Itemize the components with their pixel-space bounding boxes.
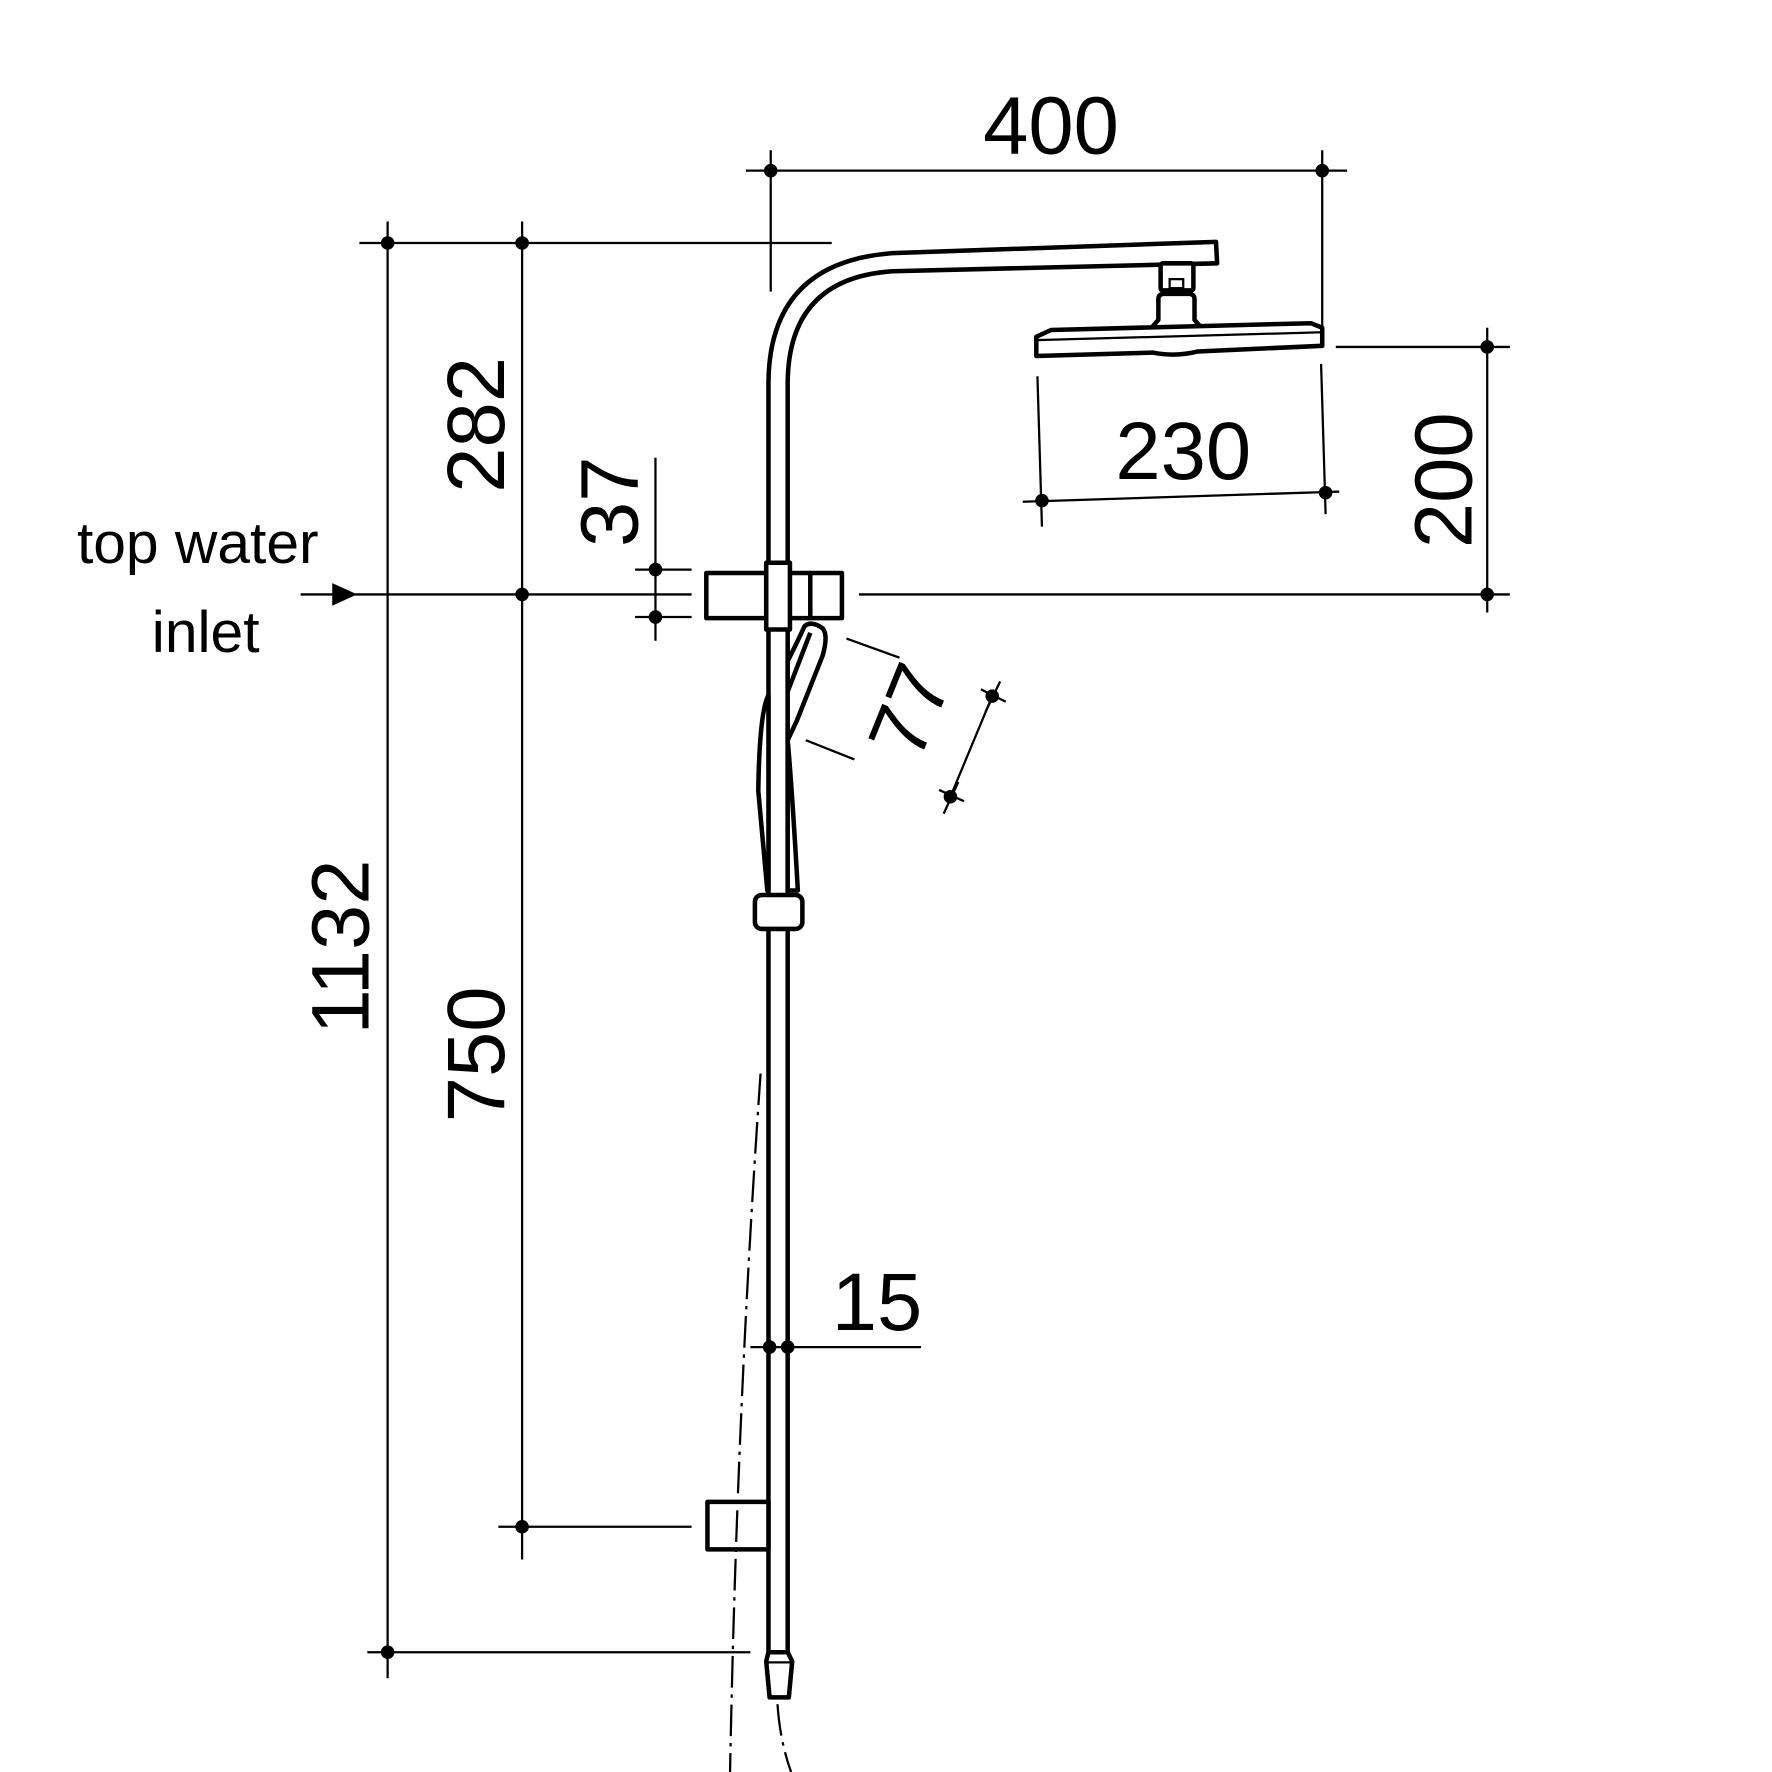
dim-bracket-spacing: 750 <box>431 987 692 1534</box>
dim-label-15: 15 <box>832 1257 922 1348</box>
dim-label-200: 200 <box>1398 412 1489 548</box>
dim-overall-height: 1132 <box>295 221 751 1679</box>
riser-rail-and-arm <box>766 239 1220 1655</box>
hand-shower-handpiece-edge <box>785 632 813 693</box>
slider-holder <box>752 892 805 932</box>
hose-path-right <box>776 1704 793 1772</box>
dim-label-400: 400 <box>983 81 1119 172</box>
shower-head-face-line <box>1036 331 1323 342</box>
dim-rail-diameter: 15 <box>750 1257 922 1354</box>
shower-head-plate <box>1034 320 1325 359</box>
dim-arm-projection: 400 <box>745 81 1348 334</box>
head-swivel-lower <box>1149 291 1204 330</box>
hand-shower <box>752 621 828 932</box>
overhead-shower-head <box>1034 261 1325 359</box>
top-wall-bracket <box>704 560 845 632</box>
dimension-lines: 400 230 200 282 <box>295 81 1510 1679</box>
dim-bracket-height: 37 <box>564 457 692 641</box>
arrow-right-icon <box>332 583 358 606</box>
inlet-label: top water inlet <box>77 511 319 665</box>
top-bracket-collar <box>763 560 793 632</box>
shower-assembly <box>704 239 1325 1772</box>
dim-label-77: 77 <box>851 652 969 770</box>
head-swivel-upper <box>1158 261 1196 293</box>
dim-head-width: 230 <box>1022 363 1340 527</box>
dim-label-1132: 1132 <box>295 860 386 1035</box>
hand-shower-handle <box>756 692 771 893</box>
inlet-label-line2: inlet <box>152 600 260 665</box>
hand-shower-handpiece <box>785 621 828 743</box>
hand-shower-handle-right <box>785 737 801 893</box>
dim-head-to-inlet: 200 <box>858 327 1510 613</box>
inlet-label-line1: top water <box>77 511 319 576</box>
dim-top-to-inlet: 282 <box>359 221 832 1560</box>
dim-label-230: 230 <box>1115 406 1251 497</box>
dim-label-282: 282 <box>431 357 522 493</box>
dim-handpiece-width: 77 <box>805 637 1007 815</box>
dim-label-37: 37 <box>564 457 655 548</box>
bottom-wall-bracket <box>705 1499 771 1552</box>
dim-label-750: 750 <box>431 987 522 1123</box>
inlet-arrow <box>300 583 692 606</box>
head-swivel-nut <box>1168 278 1185 290</box>
hose-connector <box>763 1649 795 1700</box>
gooseneck-arm <box>766 239 1220 1655</box>
hose-path-left <box>728 1073 762 1772</box>
